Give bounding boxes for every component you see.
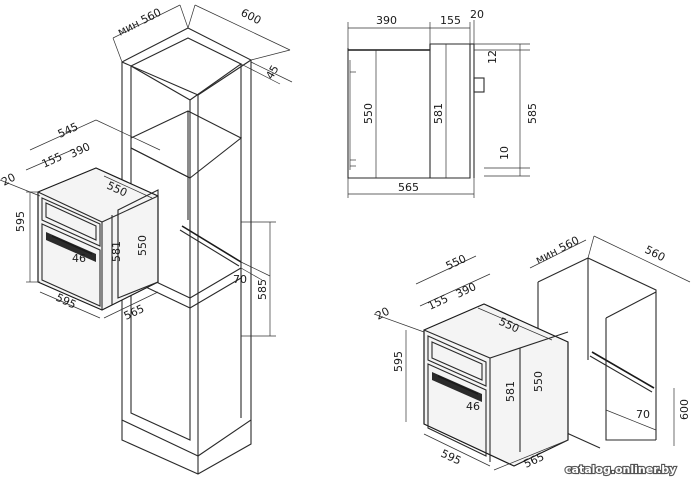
side-view-dimensions: 390 155 20 12 550 581 585 10 565 — [347, 8, 539, 198]
dim-left-581: 581 — [110, 241, 123, 262]
dim-left-155: 155 — [40, 150, 65, 171]
dim-uc-70: 70 — [636, 408, 650, 421]
watermark: catalog.onliner.by — [565, 463, 676, 476]
dim-left-595h: 595 — [14, 211, 27, 232]
dim-left-390: 390 — [68, 140, 93, 161]
dim-cab-45: 45 — [263, 63, 281, 82]
dim-side-565: 565 — [398, 181, 419, 194]
dim-left-20: 20 — [0, 171, 18, 189]
dim-uc-155: 155 — [426, 292, 451, 313]
dim-cab-min560: мин 560 — [115, 6, 163, 39]
dim-left-550v: 550 — [136, 235, 149, 256]
oven-left — [37, 167, 159, 311]
dim-side-12: 12 — [486, 50, 499, 64]
dim-uc-600: 600 — [678, 399, 691, 420]
dim-left-565: 565 — [122, 302, 147, 323]
dim-cab-585: 585 — [256, 279, 269, 300]
dim-uc-550a: 550 — [444, 252, 469, 273]
dim-side-390: 390 — [376, 14, 397, 27]
dim-side-550: 550 — [362, 103, 375, 124]
dim-uc-550v: 550 — [532, 371, 545, 392]
dim-uc-595h: 595 — [392, 351, 405, 372]
dim-uc-595w: 595 — [439, 447, 464, 468]
under-counter-cabinet — [537, 257, 657, 449]
dim-left-46: 46 — [72, 252, 86, 265]
oven-right — [423, 303, 569, 467]
dim-uc-390: 390 — [454, 280, 479, 301]
dim-side-581: 581 — [432, 103, 445, 124]
dim-side-20: 20 — [470, 8, 484, 21]
dim-uc-20: 20 — [373, 305, 391, 323]
dim-side-585: 585 — [526, 103, 539, 124]
dim-cab-600: 600 — [239, 6, 264, 27]
dim-cab-70: 70 — [233, 273, 247, 286]
dim-side-10: 10 — [498, 146, 511, 160]
tall-cabinet — [121, 27, 253, 475]
dim-uc-min560: мин 560 — [533, 234, 581, 267]
oven-left-dimensions: 545 155 390 20 595 550 581 550 46 595 56… — [0, 119, 161, 323]
dim-uc-581: 581 — [504, 381, 517, 402]
dim-left-545: 545 — [56, 120, 81, 141]
dim-uc-46: 46 — [466, 400, 480, 413]
dim-side-155: 155 — [440, 14, 461, 27]
